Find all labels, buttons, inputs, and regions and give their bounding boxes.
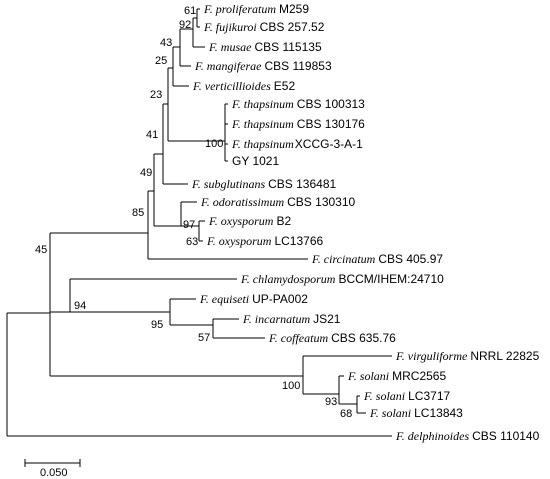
bootstrap-value: 43 [160, 37, 172, 49]
bootstrap-value: 49 [140, 167, 152, 179]
bootstrap-value: 68 [340, 408, 352, 420]
taxon-label: F. thapsinumXCCG-3-A-1 [231, 137, 363, 151]
bootstrap-value: 92 [179, 19, 191, 31]
bootstrap-value: 25 [155, 55, 167, 67]
bootstrap-value: 41 [146, 129, 158, 141]
bootstrap-value: 57 [198, 332, 210, 344]
bootstrap-value: 85 [132, 207, 144, 219]
bootstrap-value: 100 [282, 380, 300, 392]
bootstrap-value: 23 [150, 89, 162, 101]
bootstrap-value: 93 [325, 396, 337, 408]
bootstrap-value: 61 [184, 5, 196, 17]
bootstrap-value: 63 [186, 236, 198, 248]
bootstrap-value: 100 [205, 138, 223, 150]
bootstrap-value: 95 [151, 319, 163, 331]
taxon-label: GY 1021 [232, 154, 279, 168]
bootstrap-value: 97 [183, 219, 195, 231]
bootstrap-value: 45 [35, 244, 47, 256]
tree-branches [6, 8, 392, 467]
bootstrap-value: 94 [74, 300, 86, 312]
scale-bar-label: 0.050 [40, 467, 68, 479]
bootstrap-values: 61 92 43 25 23 100 41 49 97 63 85 45 94 … [35, 5, 352, 420]
